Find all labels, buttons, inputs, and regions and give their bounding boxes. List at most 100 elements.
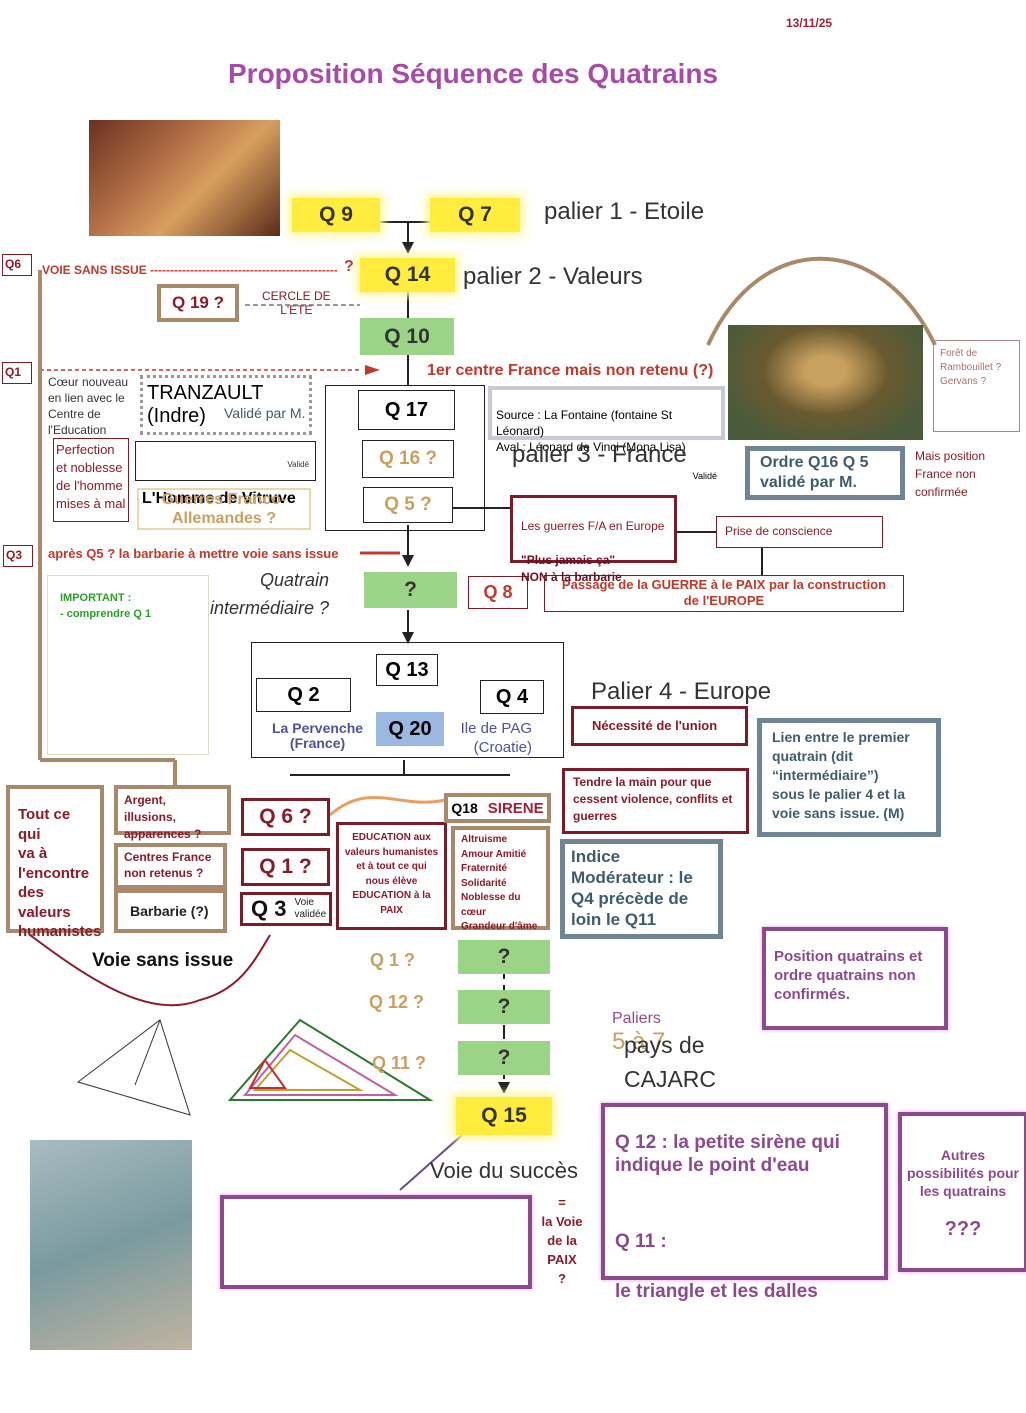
q1-tag: Q1 <box>2 362 32 384</box>
q11-triangle-text: le triangle et les dalles <box>615 1281 818 1302</box>
apres-q5-text: après Q5 ? la barbarie à mettre voie san… <box>48 546 339 561</box>
q11-label: Q 11 : <box>615 1231 667 1252</box>
q7-box: Q 7 <box>430 198 520 232</box>
tranzault-text: TRANZAULT (Indre) <box>147 382 263 427</box>
autres-possibilites-box: Autres possibilités pour les quatrains ?… <box>898 1112 1026 1272</box>
q6-tag: Q6 <box>2 254 32 276</box>
guerres-franco-allemandes-box: Guerres Franco- Allemandes ? <box>137 488 311 530</box>
quatrain-slot-2: ? <box>458 990 550 1024</box>
q17-box: Q 17 <box>358 390 455 430</box>
guerres-europe-title: Les guerres F/A en Europe <box>521 519 665 533</box>
palier-4-frame <box>251 642 564 758</box>
guerres-europe-box: Les guerres F/A en Europe "Plus jamais ç… <box>510 495 677 584</box>
necessite-union-box: Nécessité de l'union <box>571 706 748 746</box>
education-box: EDUCATION aux valeurs humanistes et à to… <box>336 822 447 930</box>
paliers-label: Paliers 5 à 7 <box>612 992 665 1056</box>
klimt-painting-image <box>89 120 280 236</box>
paliers-range: 5 à 7 <box>612 1028 666 1055</box>
autres-text: Autres possibilités pour les quatrains <box>906 1147 1019 1199</box>
palier-1-label: palier 1 - Etoile <box>544 198 705 225</box>
vitruve-valide: Validé <box>287 460 309 469</box>
q5-box: Q 5 ? <box>363 487 453 523</box>
valeurs-box: Altruisme Amour Amitié Fraternité Solida… <box>451 826 550 932</box>
q6-box: Q 6 ? <box>241 798 330 836</box>
indice-moderateur-box: Indice Modérateur : le Q4 précède de loi… <box>560 839 723 939</box>
q1-question-label: Q 1 ? <box>370 950 416 970</box>
empty-purple-box <box>220 1195 532 1289</box>
voie-du-succes-label: Voie du succès <box>430 1158 578 1183</box>
passage-guerre-paix-box: Passage de la GUERRE à le PAIX par la co… <box>544 575 904 612</box>
voie-de-la-paix-label: = la Voie de la PAIX ? <box>541 1195 583 1286</box>
palier-3-frame <box>325 385 485 531</box>
date: 13/11/25 <box>786 16 833 30</box>
perfection-box: Perfection et noblesse de l'homme mises … <box>53 438 129 522</box>
mona-lisa-image <box>728 325 923 440</box>
q14-box: Q 14 <box>360 258 455 292</box>
centres-france-box: Centres France non retenus ? <box>114 843 227 889</box>
premier-centre-label: 1er centre France mais non retenu (?) <box>427 362 714 379</box>
q9-box: Q 9 <box>292 198 380 232</box>
q2-box: Q 2 <box>256 678 351 712</box>
q15-box: Q 15 <box>456 1097 552 1135</box>
prise-de-conscience-box: Prise de conscience <box>716 516 883 548</box>
vitruve-text: L'Homme de Vitruve <box>142 490 296 507</box>
voie-validee-label: Voie validée <box>294 897 327 920</box>
q3-box: Q 3 Voie validée <box>240 892 332 926</box>
q18-sirene-box: Q18 SIRENE <box>444 793 551 823</box>
coeur-nouveau-text: Cœur nouveau en lien avec le Centre de l… <box>48 375 129 437</box>
palier-4-label: Palier 4 - Europe <box>591 678 772 705</box>
q10-box: Q 10 <box>360 318 454 355</box>
source-valide: Validé <box>692 471 717 481</box>
q18-label: Q18 <box>451 800 478 816</box>
ordre-q16-q5-box: Ordre Q16 Q 5 validé par M. <box>745 446 905 500</box>
paliers-text: Paliers <box>612 1010 661 1027</box>
q16-box: Q 16 ? <box>362 440 454 478</box>
mermaid-image <box>30 1140 192 1350</box>
q8-box: Q 8 <box>468 576 528 609</box>
sirene-label: SIRENE <box>487 799 544 817</box>
q3-label: Q 3 <box>251 896 287 921</box>
q12-question-label: Q 12 ? <box>369 992 425 1012</box>
tranzault-box: TRANZAULT (Indre) <box>140 375 312 435</box>
valide-par-m: Validé par M. <box>224 405 306 421</box>
important-box: IMPORTANT : - comprendre Q 1 <box>47 575 209 755</box>
voie-sans-issue-label: Voie sans issue <box>92 950 234 971</box>
tendre-la-main-box: Tendre la main pour que cessent violence… <box>562 768 749 834</box>
palier-3-label: palier 3 - France <box>512 441 687 468</box>
quatrain-intermediaire-label: Quatrain intermédiaire ? <box>210 570 330 618</box>
voie-question: ? <box>344 258 354 275</box>
mais-position-text: Mais position France non confirmée <box>915 449 986 499</box>
q12-sirene-text: Q 12 : la petite sirène qui indique le p… <box>615 1132 840 1176</box>
argent-box: Argent, illusions, apparences ? <box>114 785 231 841</box>
q11-question-label: Q 11 ? <box>372 1053 427 1073</box>
plus-jamais-text: "Plus jamais ça" NON à la barbarie <box>521 553 622 584</box>
tranzault-text-line: TRANZAULT (Indre) <box>147 382 305 428</box>
voie-sans-issue-line: VOIE SANS ISSUE ------------------------… <box>42 263 337 277</box>
palier-2-label: palier 2 - Valeurs <box>463 263 643 290</box>
q13-box: Q 13 <box>376 654 438 686</box>
q1-box: Q 1 ? <box>241 848 330 886</box>
autres-question: ??? <box>944 1218 982 1240</box>
vitruve-box: Validé L'Homme de Vitruve <box>135 441 316 507</box>
pervenche-label: La Pervenche (France) <box>272 720 364 751</box>
foret-box: Forêt de Rambouillet ? Gervans ? <box>933 340 1020 432</box>
q4-box: Q 4 <box>480 680 544 714</box>
triangle-sketch <box>76 1019 191 1116</box>
quatrain-slot-3: ? <box>458 1041 550 1075</box>
quatrain-slot-1: ? <box>458 940 550 974</box>
lien-premier-quatrain-box: Lien entre le premier quatrain (dit “int… <box>757 718 941 837</box>
ile-de-pag-label: Ile de PAG (Croatie) <box>460 720 532 756</box>
tout-ce-qui-box: Tout ce qui va à l'encontre des valeurs … <box>6 785 104 940</box>
barbarie-box: Barbarie (?) <box>114 889 227 933</box>
cercle-de-l-ete: CERCLE DE L'ETE <box>262 289 331 317</box>
source-box: Source : La Fontaine (fontaine St Léonar… <box>488 386 725 481</box>
pays-de-cajarc-label: pays de CAJARC <box>624 1032 717 1092</box>
page-title: Proposition Séquence des Quatrains <box>228 58 719 89</box>
intermediate-quatrain-box: ? <box>364 572 457 608</box>
source-text: Source : La Fontaine (fontaine St Léonar… <box>496 408 686 454</box>
q12-q11-box: Q 12 : la petite sirène qui indique le p… <box>601 1103 888 1302</box>
q20-box: Q 20 <box>376 712 444 746</box>
position-quatrains-box: Position quatrains et ordre quatrains no… <box>762 927 948 1030</box>
